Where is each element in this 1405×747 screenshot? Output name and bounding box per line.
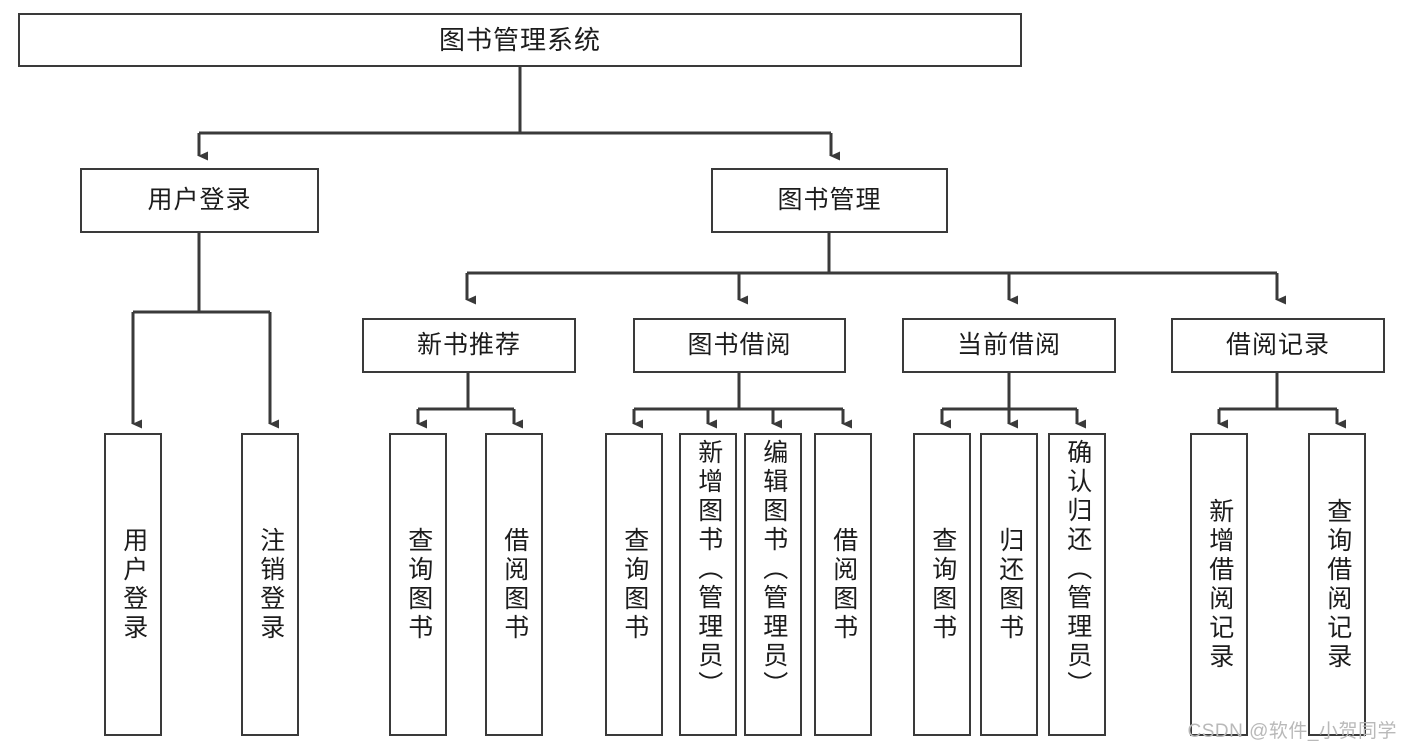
leaf-book-borrow-edit-label: 编辑图书（管理员） [759, 439, 788, 700]
node-user-login-label: 用户登录 [147, 185, 252, 214]
leaf-book-borrow-add-label: 新增图书（管理员） [694, 439, 723, 700]
leaf-current-borrow-confirm[interactable]: 确认归还（管理员） [1048, 433, 1106, 736]
node-borrow-record[interactable]: 借阅记录 [1171, 318, 1385, 373]
node-root-system[interactable]: 图书管理系统 [18, 13, 1022, 67]
leaf-user-login-login[interactable]: 用户登录 [104, 433, 162, 736]
node-book-management[interactable]: 图书管理 [711, 168, 948, 233]
node-book-borrow-label: 图书借阅 [687, 330, 792, 359]
leaf-current-borrow-query-label: 查询图书 [928, 526, 957, 643]
leaf-current-borrow-return[interactable]: 归还图书 [980, 433, 1038, 736]
leaf-book-borrow-query-label: 查询图书 [620, 526, 649, 643]
node-new-book-recommend-label: 新书推荐 [416, 330, 521, 359]
node-user-login[interactable]: 用户登录 [80, 168, 319, 233]
csdn-watermark: CSDN @软件_小贺同学 [1187, 721, 1397, 742]
leaf-book-borrow-borrow[interactable]: 借阅图书 [814, 433, 872, 736]
leaf-current-borrow-confirm-label: 确认归还（管理员） [1063, 439, 1092, 700]
leaf-user-login-logout[interactable]: 注销登录 [241, 433, 299, 736]
leaf-borrow-record-query[interactable]: 查询借阅记录 [1308, 433, 1366, 736]
node-root-system-label: 图书管理系统 [438, 24, 601, 55]
leaf-borrow-record-add[interactable]: 新增借阅记录 [1190, 433, 1248, 736]
leaf-new-book-query[interactable]: 查询图书 [389, 433, 447, 736]
leaf-borrow-record-add-label: 新增借阅记录 [1205, 497, 1234, 672]
node-current-borrow-label: 当前借阅 [956, 330, 1061, 359]
leaf-new-book-query-label: 查询图书 [404, 526, 433, 643]
leaf-new-book-borrow-label: 借阅图书 [500, 526, 529, 643]
node-book-management-label: 图书管理 [777, 185, 882, 214]
leaf-user-login-logout-label: 注销登录 [256, 526, 285, 643]
leaf-book-borrow-edit[interactable]: 编辑图书（管理员） [744, 433, 802, 736]
leaf-new-book-borrow[interactable]: 借阅图书 [485, 433, 543, 736]
leaf-user-login-login-label: 用户登录 [119, 526, 148, 643]
node-current-borrow[interactable]: 当前借阅 [902, 318, 1116, 373]
node-borrow-record-label: 借阅记录 [1225, 330, 1330, 359]
leaf-current-borrow-return-label: 归还图书 [995, 526, 1024, 643]
leaf-current-borrow-query[interactable]: 查询图书 [913, 433, 971, 736]
leaf-borrow-record-query-label: 查询借阅记录 [1323, 497, 1352, 672]
leaf-book-borrow-query[interactable]: 查询图书 [605, 433, 663, 736]
node-new-book-recommend[interactable]: 新书推荐 [362, 318, 576, 373]
leaf-book-borrow-add[interactable]: 新增图书（管理员） [679, 433, 737, 736]
node-book-borrow[interactable]: 图书借阅 [633, 318, 846, 373]
leaf-book-borrow-borrow-label: 借阅图书 [829, 526, 858, 643]
